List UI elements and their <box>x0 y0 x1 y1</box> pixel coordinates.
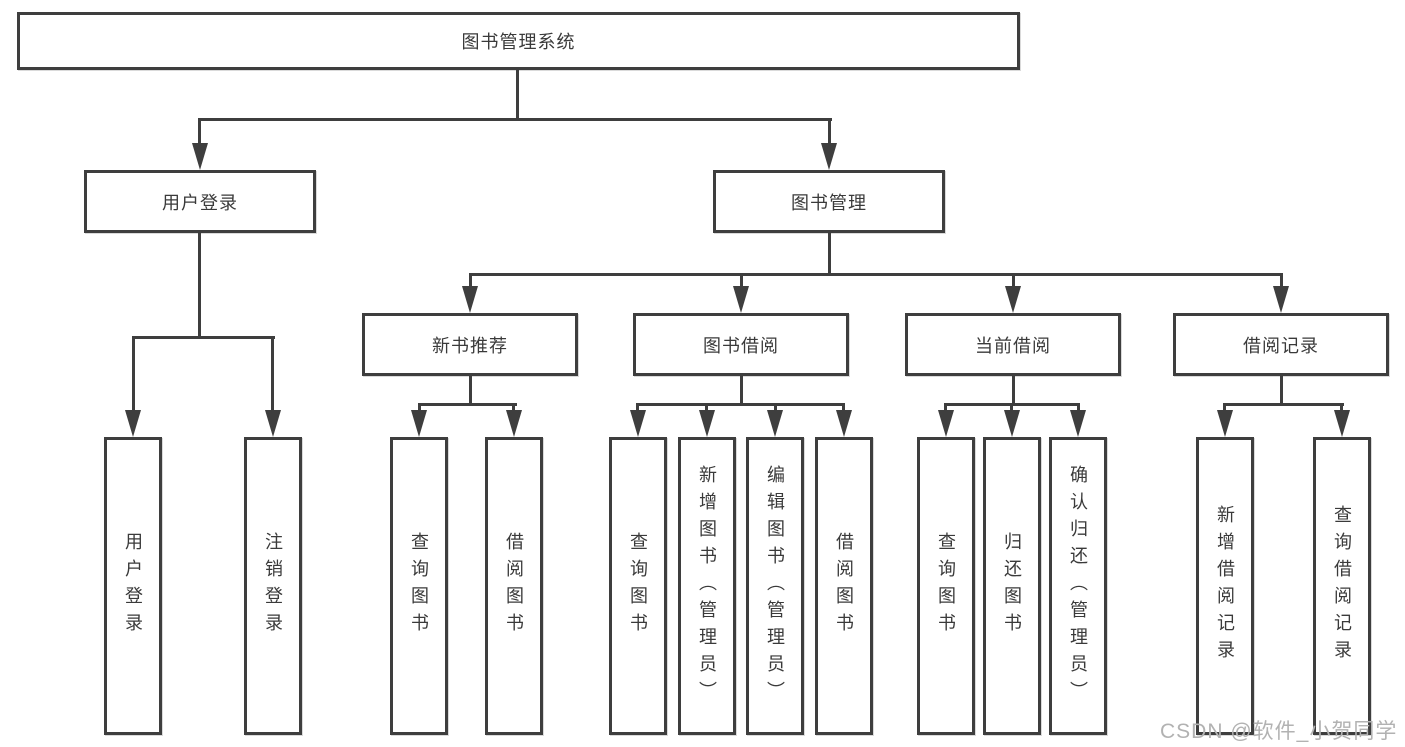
node-label: 归还图书 <box>1002 532 1022 640</box>
arrowhead-icon <box>767 410 783 437</box>
connector-recommend-stem <box>469 376 472 405</box>
node-borrow-records: 借阅记录 <box>1173 313 1389 376</box>
leaf-current-query-books: 查询图书 <box>917 437 975 735</box>
connector-drop <box>512 403 515 415</box>
leaf-borrowing-add-books-admin: 新增图书（管理员） <box>678 437 736 735</box>
node-label: 图书管理系统 <box>461 32 576 52</box>
node-label: 查询图书 <box>936 532 956 640</box>
connector-drop <box>842 403 845 415</box>
leaf-recommend-query-books: 查询图书 <box>390 437 448 735</box>
connector-drop-book-mgmt <box>828 118 831 148</box>
connector-drop <box>1012 273 1015 291</box>
connector-recommend-rail <box>418 403 517 406</box>
arrowhead-icon <box>821 143 837 170</box>
arrowhead-icon <box>733 286 749 313</box>
connector-drop <box>469 273 472 291</box>
connector-level3-rail <box>469 273 1283 276</box>
connector-mgmt-stem <box>828 233 831 276</box>
connector-drop <box>636 403 639 415</box>
leaf-current-return-books: 归还图书 <box>983 437 1041 735</box>
arrowhead-icon <box>836 410 852 437</box>
leaf-records-add-borrow-record: 新增借阅记录 <box>1196 437 1254 735</box>
leaf-borrowing-borrow-books: 借阅图书 <box>815 437 873 735</box>
connector-drop <box>1077 403 1080 415</box>
node-label: 查询图书 <box>409 532 429 640</box>
node-label: 图书借阅 <box>703 335 779 356</box>
arrowhead-icon <box>1217 410 1233 437</box>
connector-drop <box>1223 403 1226 415</box>
arrowhead-icon <box>192 143 208 170</box>
node-label: 新增图书（管理员） <box>697 464 717 708</box>
connector-current-stem <box>1012 376 1015 405</box>
leaf-user-login: 用户登录 <box>104 437 162 735</box>
leaf-records-query-borrow-record: 查询借阅记录 <box>1313 437 1371 735</box>
node-book-management-group: 图书管理 <box>713 170 945 233</box>
arrowhead-icon <box>630 410 646 437</box>
connector-borrowing-stem <box>740 376 743 405</box>
connector-drop <box>1340 403 1343 415</box>
connector-drop-user-login <box>198 118 201 148</box>
leaf-current-confirm-return-admin: 确认归还（管理员） <box>1049 437 1107 735</box>
node-label: 当前借阅 <box>975 335 1051 356</box>
arrowhead-icon <box>1334 410 1350 437</box>
arrowhead-icon <box>1004 410 1020 437</box>
arrowhead-icon <box>1005 286 1021 313</box>
node-label: 查询图书 <box>628 532 648 640</box>
connector-drop <box>705 403 708 415</box>
node-label: 注销登录 <box>263 532 283 640</box>
connector-drop <box>271 336 274 415</box>
arrowhead-icon <box>265 410 281 437</box>
node-current-borrowing: 当前借阅 <box>905 313 1121 376</box>
node-label: 借阅记录 <box>1243 335 1319 356</box>
connector-login-rail <box>132 336 275 339</box>
arrowhead-icon <box>1070 410 1086 437</box>
leaf-borrowing-query-books: 查询图书 <box>609 437 667 735</box>
node-label: 查询借阅记录 <box>1332 505 1352 667</box>
arrowhead-icon <box>699 410 715 437</box>
leaf-logout: 注销登录 <box>244 437 302 735</box>
connector-drop <box>418 403 421 415</box>
arrowhead-icon <box>411 410 427 437</box>
node-label: 新增借阅记录 <box>1215 505 1235 667</box>
arrowhead-icon <box>506 410 522 437</box>
node-label: 图书管理 <box>791 192 867 213</box>
leaf-recommend-borrow-books: 借阅图书 <box>485 437 543 735</box>
arrowhead-icon <box>125 410 141 437</box>
node-label: 编辑图书（管理员） <box>765 464 785 708</box>
node-label: 新书推荐 <box>432 335 508 356</box>
connector-login-stem <box>198 233 201 336</box>
node-user-login-group: 用户登录 <box>84 170 316 233</box>
node-library-management-system: 图书管理系统 <box>17 12 1020 70</box>
connector-drop <box>774 403 777 415</box>
connector-root-stem <box>516 70 519 118</box>
arrowhead-icon <box>462 286 478 313</box>
connector-borrowing-rail <box>636 403 845 406</box>
arrowhead-icon <box>938 410 954 437</box>
node-book-borrowing: 图书借阅 <box>633 313 849 376</box>
connector-drop <box>740 273 743 291</box>
connector-records-rail <box>1223 403 1344 406</box>
node-label: 用户登录 <box>162 192 238 213</box>
node-label: 用户登录 <box>123 532 143 640</box>
node-label: 借阅图书 <box>834 532 854 640</box>
connector-drop <box>1010 403 1013 415</box>
arrowhead-icon <box>1273 286 1289 313</box>
connector-level2-rail <box>198 118 832 121</box>
connector-drop <box>1280 273 1283 291</box>
leaf-borrowing-edit-books-admin: 编辑图书（管理员） <box>746 437 804 735</box>
csdn-watermark: CSDN @软件_小贺同学 <box>1160 720 1398 743</box>
connector-drop <box>944 403 947 415</box>
node-new-book-recommend: 新书推荐 <box>362 313 578 376</box>
node-label: 确认归还（管理员） <box>1068 464 1088 708</box>
connector-drop <box>132 336 135 415</box>
node-label: 借阅图书 <box>504 532 524 640</box>
connector-records-stem <box>1280 376 1283 405</box>
